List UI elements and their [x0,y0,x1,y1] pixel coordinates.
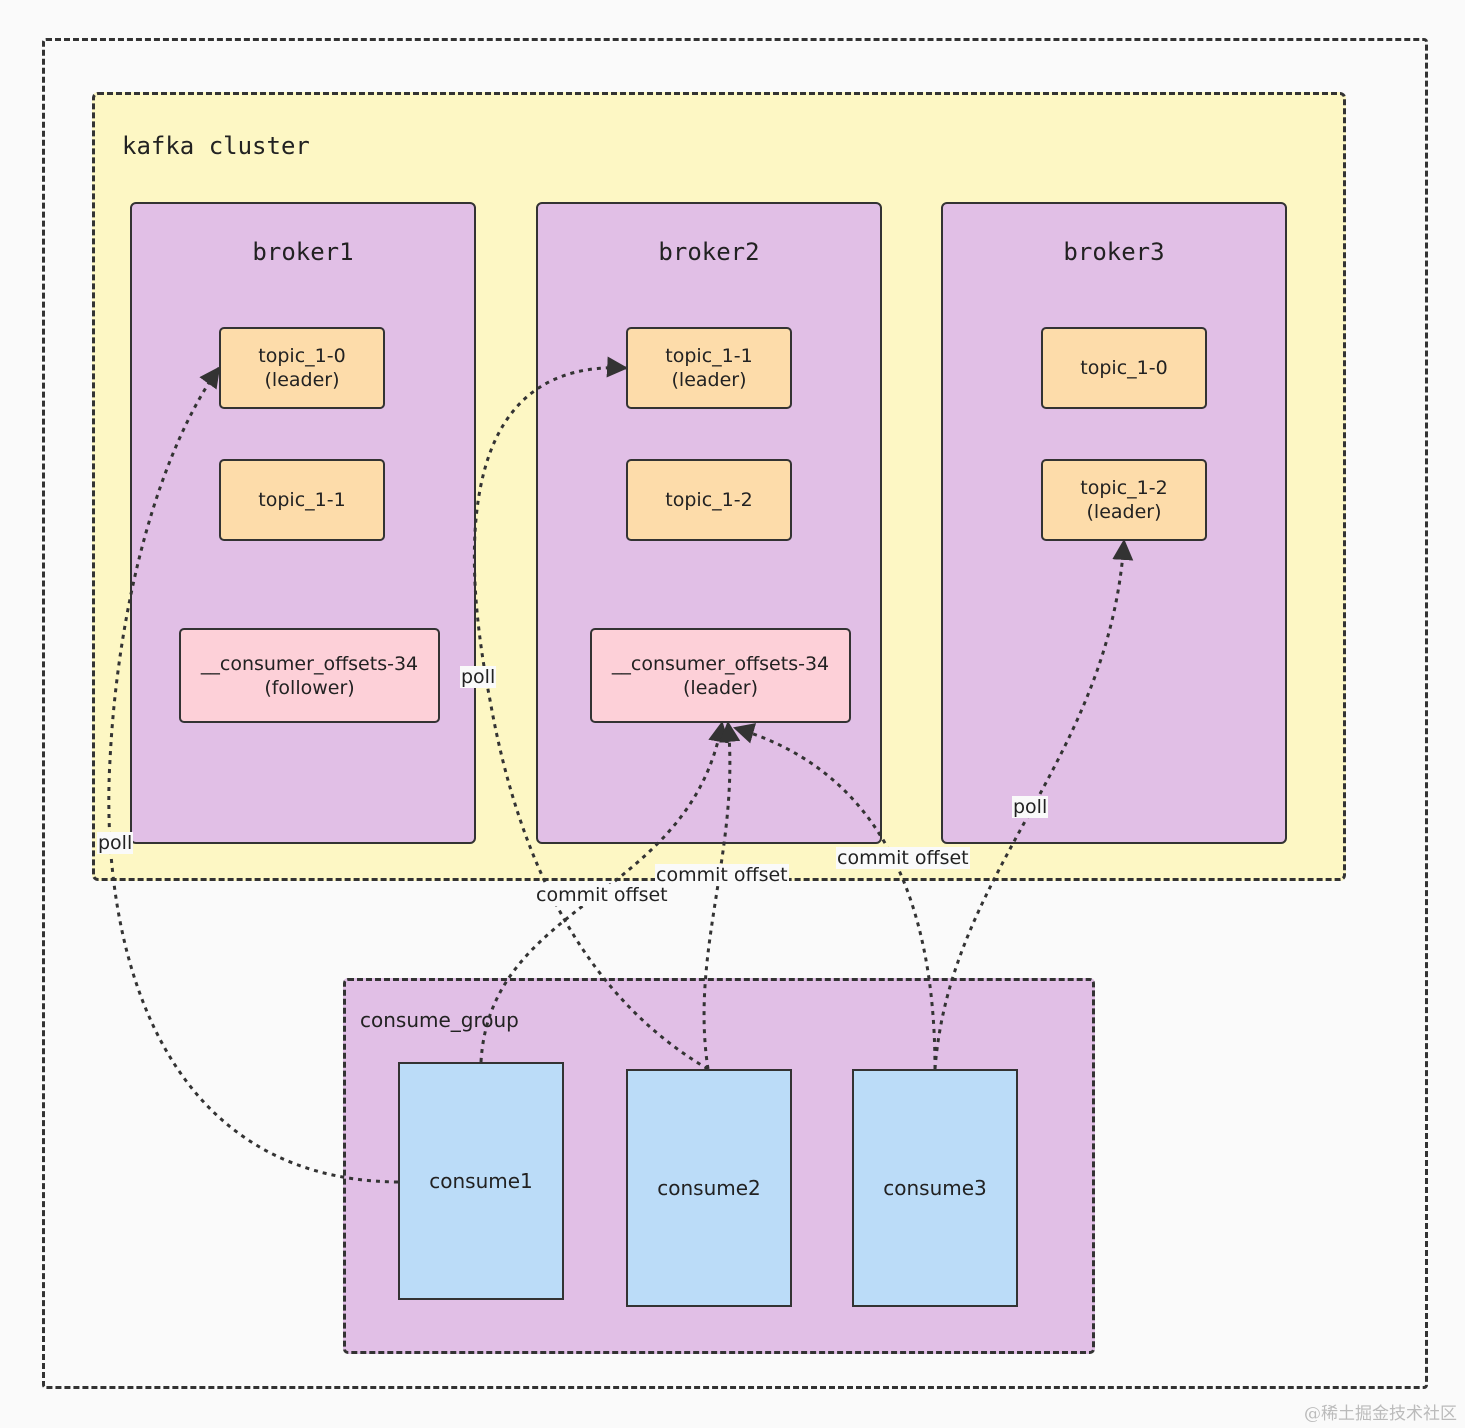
partition-role: (leader) [1086,501,1162,523]
consumer-label: consume3 [883,1176,987,1200]
edge-label-poll: poll [460,666,497,688]
broker-1-partition-topic-1-1: topic_1-1 [219,459,385,541]
partition-name: topic_1-2 [1080,477,1168,499]
partition-name: __consumer_offsets-34 [200,652,419,675]
partition-role: (leader) [671,369,747,391]
broker-2-partition-topic-1-1: topic_1-1 (leader) [626,327,792,409]
consumer-2: consume2 [626,1069,792,1307]
broker-3-partition-topic-1-0: topic_1-0 [1041,327,1207,409]
cluster-title: kafka cluster [122,132,310,160]
edge-label-poll: poll [1012,796,1049,818]
consumer-label: consume2 [657,1176,761,1200]
partition-name: topic_1-1 [258,489,346,511]
broker-3-title: broker3 [1063,238,1165,266]
partition-name: topic_1-0 [258,345,346,367]
partition-name: __consumer_offsets-34 [611,652,830,675]
partition-role: (leader) [264,369,340,391]
partition-name: topic_1-0 [1080,357,1168,379]
edge-label-commit-offset: commit offset [535,884,669,906]
partition-name: topic_1-2 [665,489,753,511]
consumer-label: consume1 [429,1169,533,1193]
consumer-group-title: consume_group [360,1008,519,1032]
edge-label-poll: poll [97,832,134,854]
broker-2-partition-topic-1-2: topic_1-2 [626,459,792,541]
partition-role: (follower) [264,676,355,699]
consumer-3: consume3 [852,1069,1018,1307]
outer-frame [42,38,1428,1389]
broker-2-title: broker2 [658,238,760,266]
watermark: @稀土掘金技术社区 [1304,1404,1457,1424]
consumer-1: consume1 [398,1062,564,1300]
broker-1-partition-topic-1-0: topic_1-0 (leader) [219,327,385,409]
partition-role: (leader) [683,676,758,699]
broker-1-consumer-offsets: __consumer_offsets-34 (follower) [179,628,440,723]
edge-label-commit-offset: commit offset [836,847,970,869]
edge-label-commit-offset: commit offset [655,864,789,886]
broker-2-consumer-offsets: __consumer_offsets-34 (leader) [590,628,851,723]
broker-3-partition-topic-1-2: topic_1-2 (leader) [1041,459,1207,541]
broker-1-title: broker1 [252,238,354,266]
partition-name: topic_1-1 [665,345,753,367]
